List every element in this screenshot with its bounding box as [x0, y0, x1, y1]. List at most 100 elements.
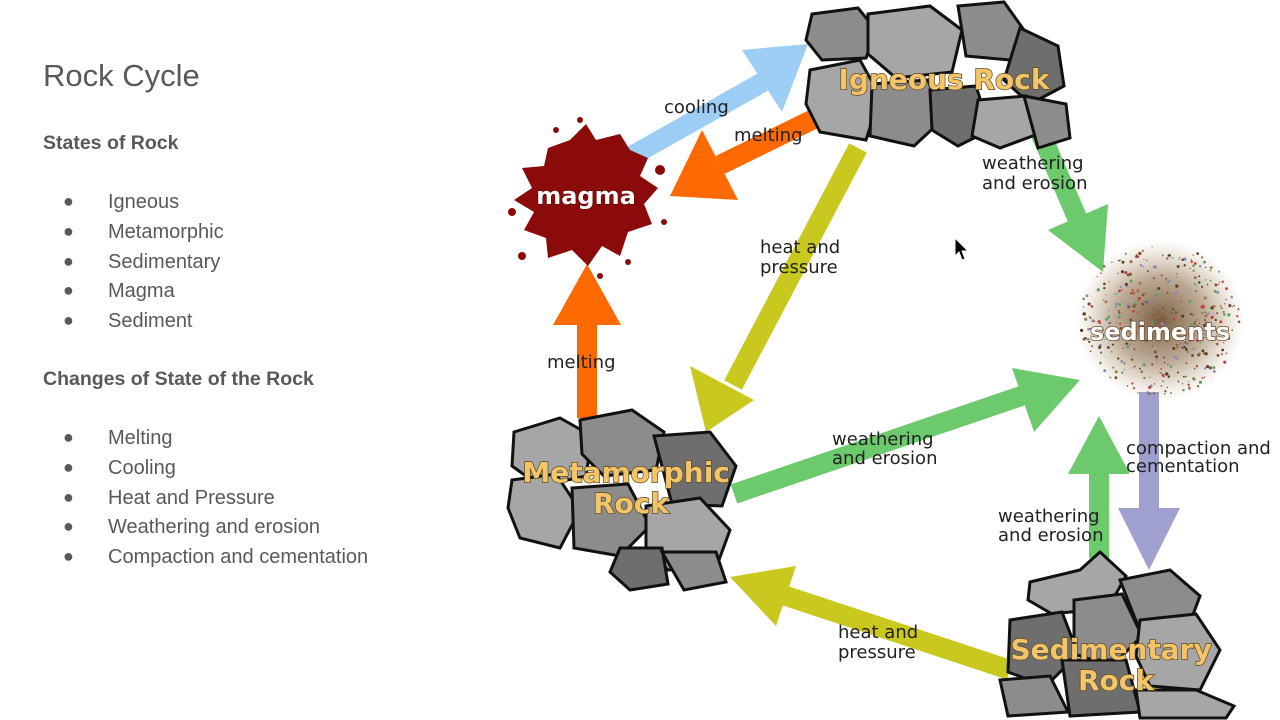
- sediment-speck: [1213, 313, 1215, 315]
- sediment-speck: [1172, 318, 1176, 321]
- label-line: magma: [536, 182, 636, 210]
- sediment-speck: [1197, 385, 1200, 388]
- sediment-speck: [1153, 350, 1157, 354]
- sediment-speck: [1225, 287, 1228, 291]
- sediment-speck: [1216, 312, 1219, 315]
- sediment-speck: [1167, 281, 1169, 284]
- sediment-speck: [1180, 300, 1182, 303]
- sediment-speck: [1188, 338, 1192, 342]
- sediment-speck: [1184, 313, 1187, 316]
- sediment-speck: [1192, 377, 1195, 381]
- sediment-speck: [1171, 257, 1174, 259]
- sediment-speck: [1118, 302, 1122, 306]
- sediment-speck: [1162, 356, 1165, 359]
- sediment-speck: [1183, 264, 1186, 267]
- sedimentary-rock-pile: [998, 549, 1237, 720]
- sediment-speck: [1176, 273, 1178, 275]
- sediment-speck: [1167, 375, 1171, 378]
- sediment-speck: [1186, 287, 1188, 289]
- sediment-speck: [1160, 372, 1162, 374]
- sediment-speck: [1148, 392, 1151, 395]
- sediment-speck: [1198, 352, 1201, 355]
- sediment-speck: [1103, 339, 1106, 341]
- sediment-speck: [1198, 265, 1202, 268]
- sediment-speck: [1175, 284, 1179, 288]
- sediment-speck: [1153, 383, 1156, 385]
- sediment-speck: [1105, 294, 1107, 296]
- sediment-speck: [1184, 341, 1187, 344]
- label-line: Sedimentary: [1011, 633, 1212, 666]
- sediment-speck: [1178, 256, 1181, 259]
- sediment-speck: [1172, 347, 1176, 350]
- bullet-icon: ●: [63, 191, 74, 211]
- sediment-speck: [1198, 380, 1203, 384]
- sediment-speck: [1152, 330, 1155, 332]
- sediment-speck: [1225, 352, 1228, 354]
- sediment-speck: [1181, 382, 1184, 385]
- sediment-speck: [1181, 346, 1184, 349]
- label-line: pressure: [760, 257, 838, 278]
- sediment-speck: [1091, 328, 1094, 331]
- sediment-speck: [1125, 342, 1128, 345]
- sediment-speck: [1115, 306, 1117, 309]
- weathering-igneous-label: weathering and erosion: [982, 153, 1089, 194]
- sediment-speck: [1163, 393, 1166, 395]
- sediment-speck: [1144, 339, 1148, 343]
- sediment-speck: [1237, 308, 1240, 311]
- metamorphic-rock-label: Metamorphic Rock: [522, 456, 739, 520]
- sediment-speck: [1199, 342, 1202, 344]
- sediment-speck: [1157, 287, 1161, 290]
- sediment-speck: [1155, 313, 1157, 316]
- sediment-speck: [1221, 353, 1223, 356]
- label-line: pressure: [838, 642, 916, 663]
- sediment-speck: [1109, 376, 1112, 379]
- sediment-speck: [1183, 346, 1186, 349]
- sediment-speck: [1088, 327, 1091, 330]
- sediment-speck: [1185, 333, 1188, 335]
- sediment-speck: [1134, 365, 1136, 368]
- sediment-speck: [1188, 332, 1190, 334]
- sediment-speck: [1222, 310, 1225, 314]
- sediment-speck: [1149, 376, 1151, 379]
- sediment-speck: [1150, 335, 1154, 339]
- label-line: weathering: [998, 506, 1100, 527]
- sediment-speck: [1192, 331, 1195, 333]
- sediment-speck: [1131, 382, 1134, 385]
- sediment-speck: [1124, 270, 1128, 275]
- sediment-speck: [1176, 371, 1179, 374]
- sediment-speck: [1126, 273, 1130, 277]
- sediment-speck: [1084, 336, 1087, 340]
- sediment-speck: [1213, 327, 1217, 331]
- sediment-speck: [1214, 283, 1218, 287]
- bullet-icon: ●: [63, 486, 74, 507]
- sediment-speck: [1119, 285, 1122, 289]
- sediment-speck: [1192, 326, 1196, 330]
- sediment-speck: [1175, 276, 1178, 278]
- sediment-speck: [1201, 285, 1203, 288]
- sediment-speck: [1164, 277, 1168, 280]
- bullet-icon: ●: [63, 546, 74, 567]
- sediment-speck: [1168, 279, 1171, 283]
- sediment-speck: [1114, 302, 1118, 306]
- sediment-speck: [1109, 321, 1112, 324]
- sediment-speck: [1237, 320, 1241, 324]
- sediment-speck: [1204, 278, 1207, 281]
- weathering-sedimentary-label: weathering and erosion: [998, 506, 1105, 546]
- sediment-speck: [1132, 291, 1136, 295]
- sediment-speck: [1118, 311, 1121, 314]
- sediment-speck: [1191, 354, 1194, 357]
- sediment-speck: [1117, 340, 1119, 342]
- sediment-speck: [1187, 383, 1190, 386]
- sediment-speck: [1131, 355, 1133, 357]
- sediment-speck: [1119, 322, 1122, 325]
- sediment-speck: [1181, 314, 1185, 318]
- label-line: Rock: [593, 487, 670, 520]
- sediment-speck: [1203, 336, 1205, 339]
- sediment-speck: [1122, 328, 1124, 331]
- sediment-speck: [1163, 361, 1166, 364]
- sediment-speck: [1227, 313, 1231, 317]
- sediment-speck: [1088, 340, 1091, 343]
- sediment-speck: [1108, 310, 1110, 313]
- sediment-speck: [1096, 288, 1100, 292]
- sediment-speck: [1084, 317, 1088, 321]
